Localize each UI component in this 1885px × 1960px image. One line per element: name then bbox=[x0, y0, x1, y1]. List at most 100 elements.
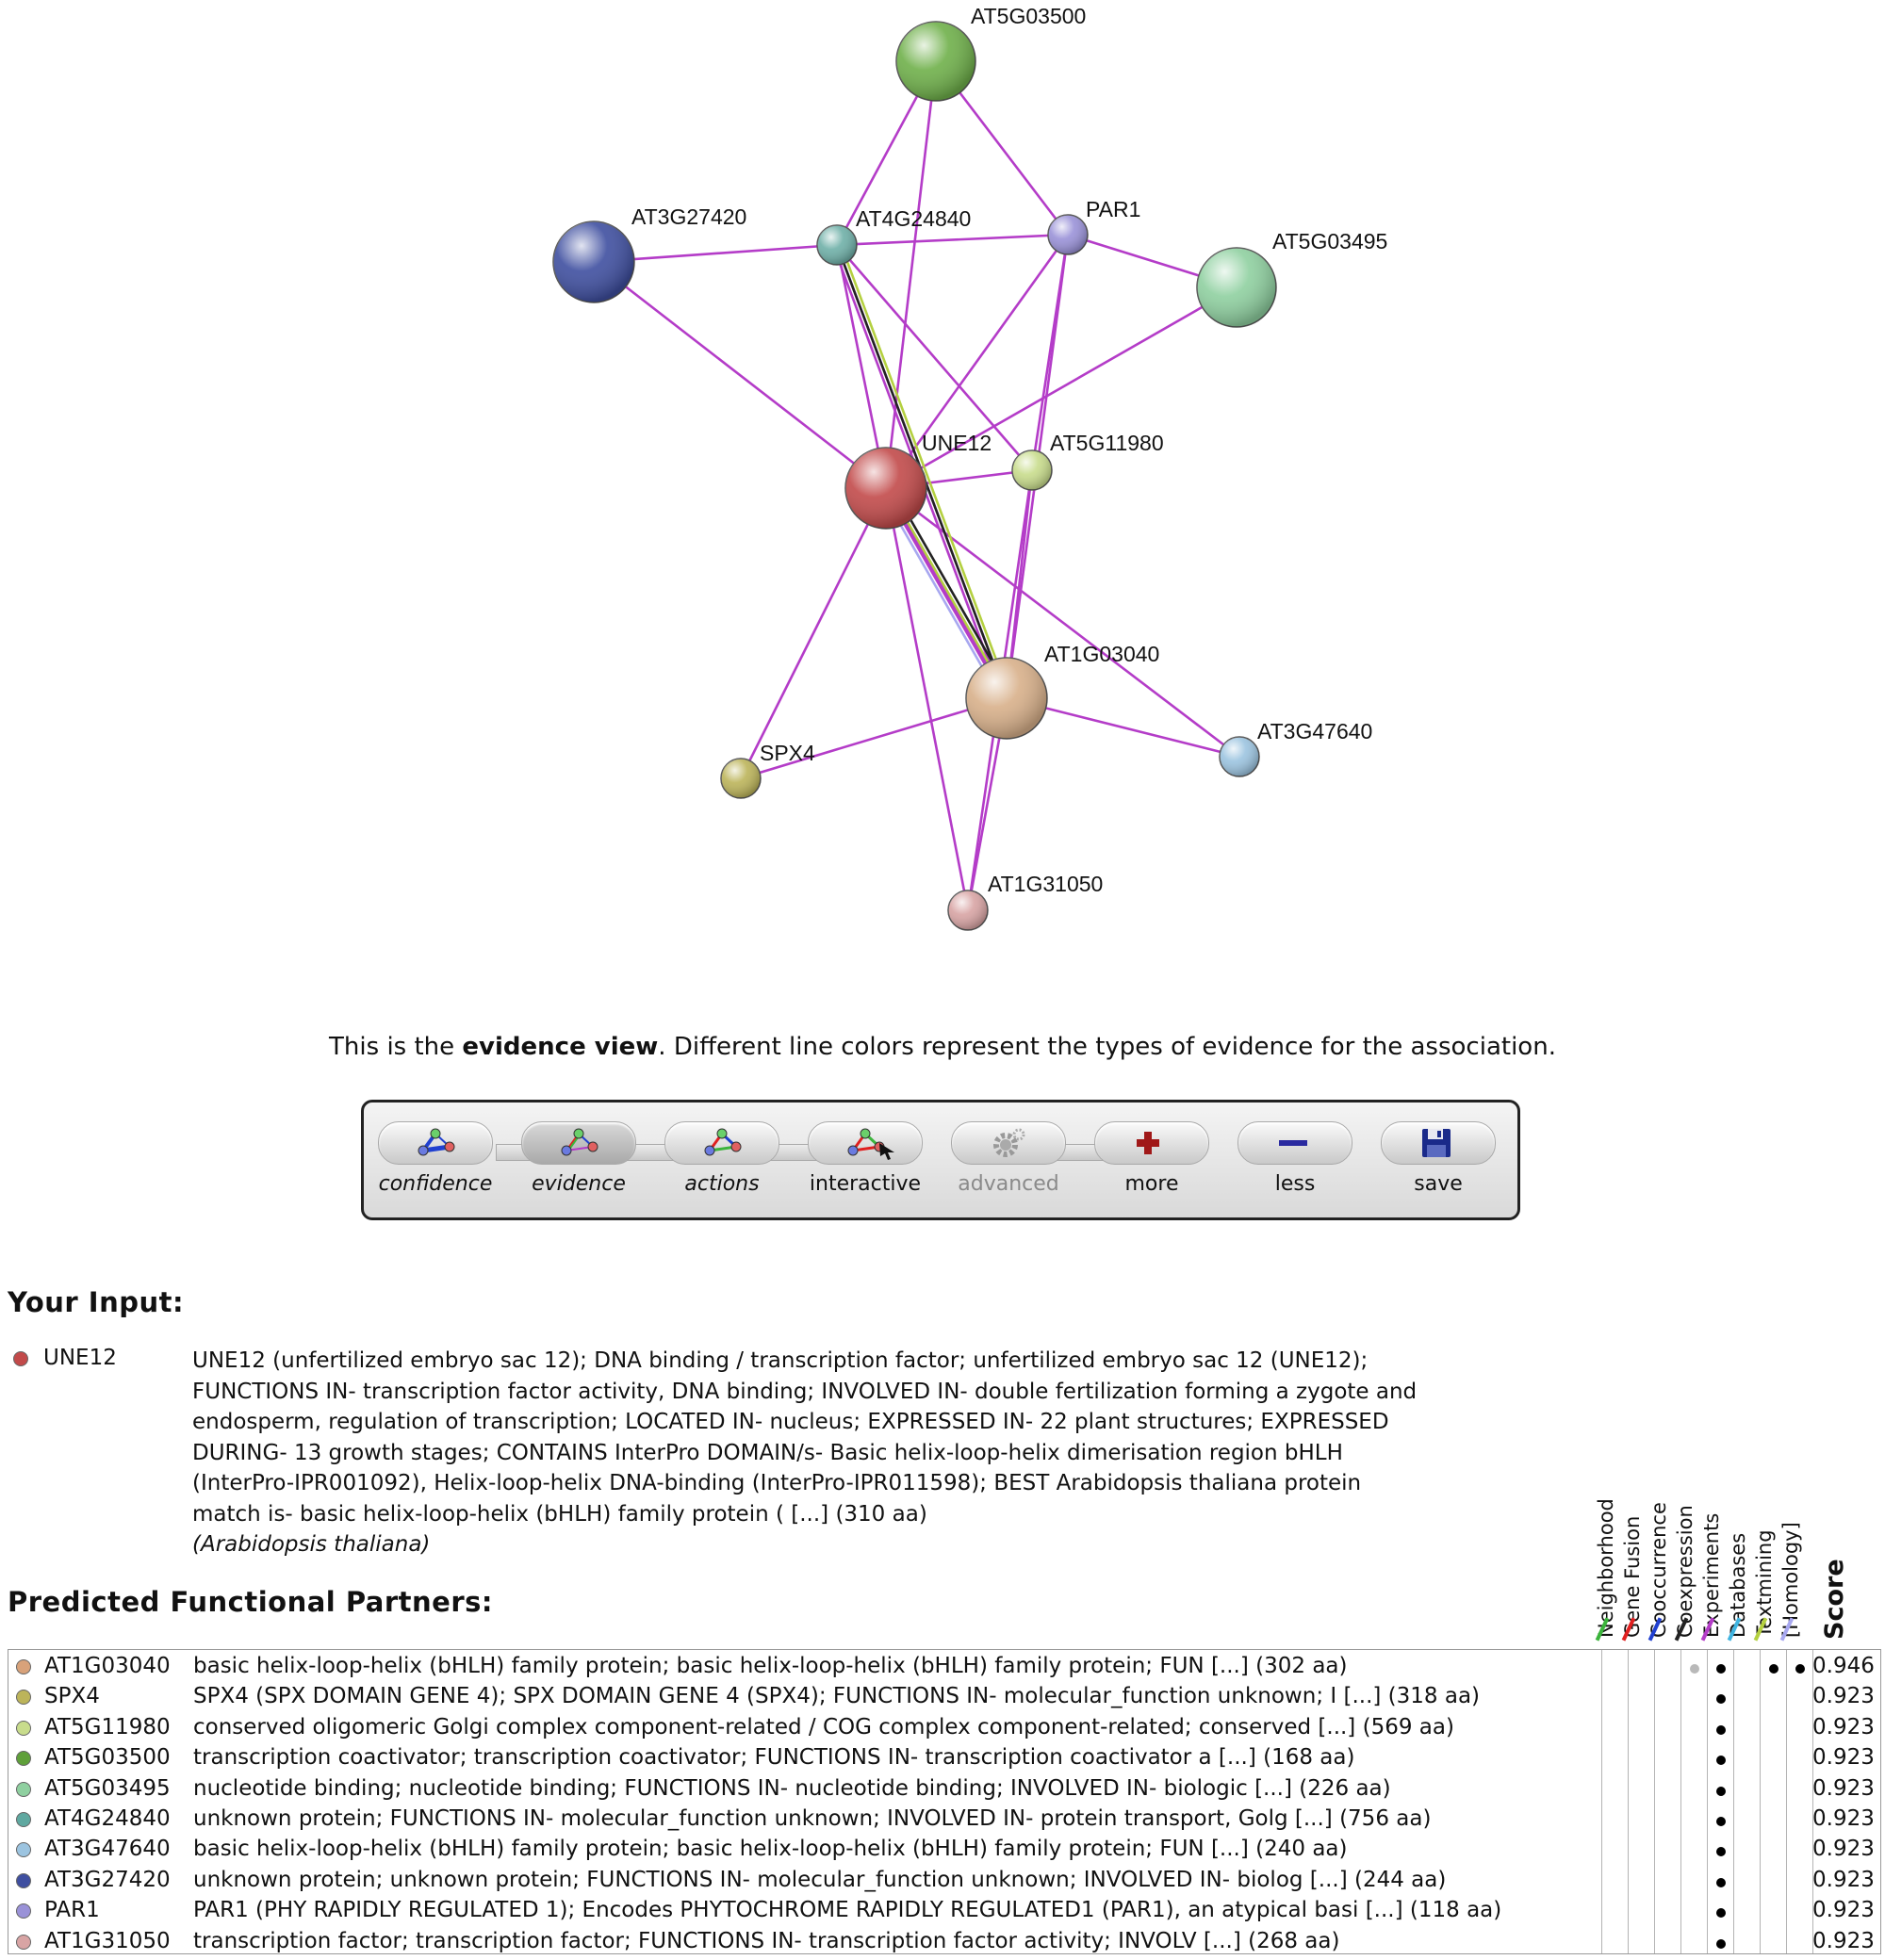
edge-AT1G03040-SPX4 bbox=[740, 696, 1008, 780]
node-label-AT5G11980: AT5G11980 bbox=[1050, 431, 1164, 455]
partner-description: PAR1 (PHY RAPIDLY REGULATED 1); Encodes … bbox=[193, 1898, 1502, 1923]
partner-id[interactable]: SPX4 bbox=[44, 1684, 100, 1709]
edge-AT4G24840-PAR1 bbox=[836, 233, 1069, 247]
edge-AT4G24840-AT5G11980 bbox=[836, 244, 1033, 471]
edge-AT3G27420-UNE12 bbox=[593, 260, 887, 490]
partner-id[interactable]: AT5G03495 bbox=[44, 1775, 171, 1801]
node-AT5G11980[interactable]: AT5G11980 bbox=[1011, 431, 1164, 491]
evidence-icon bbox=[561, 1128, 598, 1156]
node-SPX4[interactable]: SPX4 bbox=[720, 741, 815, 799]
node-UNE12[interactable]: UNE12 bbox=[844, 431, 992, 530]
node-shine-AT5G03495 bbox=[1197, 248, 1276, 327]
node-AT1G03040[interactable]: AT1G03040 bbox=[965, 642, 1159, 740]
partner-row[interactable]: AT4G24840 unknown protein; FUNCTIONS IN- … bbox=[8, 1805, 1882, 1835]
partner-description: unknown protein; FUNCTIONS IN- molecular… bbox=[193, 1806, 1432, 1831]
partner-score: 0.923 bbox=[1812, 1684, 1875, 1709]
partner-description: basic helix-loop-helix (bHLH) family pro… bbox=[193, 1837, 1348, 1862]
partner-color-dot bbox=[16, 1872, 31, 1888]
evidence-button[interactable]: evidence bbox=[521, 1121, 636, 1212]
partner-score: 0.923 bbox=[1812, 1898, 1875, 1923]
node-shine-AT1G03040 bbox=[966, 658, 1047, 739]
save-button[interactable]: save bbox=[1381, 1121, 1496, 1212]
partner-id[interactable]: AT3G27420 bbox=[44, 1867, 171, 1892]
partner-id[interactable]: PAR1 bbox=[44, 1898, 100, 1923]
partner-id[interactable]: AT5G11980 bbox=[44, 1714, 171, 1740]
partner-description: basic helix-loop-helix (bHLH) family pro… bbox=[193, 1654, 1348, 1678]
node-label-SPX4: SPX4 bbox=[760, 741, 815, 765]
input-species: (Arabidopsis thaliana) bbox=[192, 1532, 431, 1557]
evidence-dot bbox=[1716, 1756, 1726, 1766]
node-AT3G47640[interactable]: AT3G47640 bbox=[1219, 719, 1372, 777]
partner-score: 0.923 bbox=[1812, 1928, 1875, 1953]
node-shine-AT5G11980 bbox=[1012, 450, 1052, 490]
partner-color-dot bbox=[16, 1903, 31, 1919]
node-label-AT1G03040: AT1G03040 bbox=[1044, 642, 1159, 666]
confidence-button[interactable]: confidence bbox=[378, 1121, 493, 1212]
node-label-PAR1: PAR1 bbox=[1086, 197, 1140, 221]
table-column-divider bbox=[1654, 1650, 1655, 1953]
node-AT1G31050[interactable]: AT1G31050 bbox=[947, 872, 1103, 931]
edge-UNE12-AT1G31050 bbox=[884, 487, 970, 911]
evidence-dot bbox=[1716, 1724, 1726, 1735]
partner-color-dot bbox=[16, 1812, 31, 1827]
node-label-AT1G31050: AT1G31050 bbox=[988, 872, 1103, 896]
interactive-button[interactable]: interactive bbox=[808, 1121, 923, 1212]
evidence-dot bbox=[1716, 1786, 1726, 1796]
interactive-label: interactive bbox=[809, 1172, 922, 1196]
partner-row[interactable]: AT1G03040 basic helix-loop-helix (bHLH) f… bbox=[8, 1652, 1882, 1682]
partner-score: 0.923 bbox=[1812, 1867, 1875, 1892]
node-label-AT3G47640: AT3G47640 bbox=[1257, 719, 1372, 743]
partner-color-dot bbox=[16, 1690, 31, 1706]
partner-color-dot bbox=[16, 1842, 31, 1858]
partner-color-dot bbox=[16, 1781, 31, 1797]
evidence-dot bbox=[1716, 1908, 1726, 1919]
partner-description: SPX4 (SPX DOMAIN GENE 4); SPX DOMAIN GEN… bbox=[193, 1684, 1481, 1709]
table-column-divider bbox=[1733, 1650, 1734, 1953]
table-column-divider bbox=[1628, 1650, 1629, 1953]
less-label: less bbox=[1274, 1172, 1316, 1196]
node-label-AT5G03495: AT5G03495 bbox=[1272, 229, 1387, 253]
partner-color-dot bbox=[16, 1934, 31, 1950]
evidence-dot bbox=[1716, 1664, 1726, 1674]
partner-description: transcription factor; transcription fact… bbox=[193, 1928, 1340, 1953]
less-button[interactable]: less bbox=[1238, 1121, 1352, 1212]
node-AT4G24840[interactable]: AT4G24840 bbox=[816, 206, 971, 266]
partners-table: AT1G03040 basic helix-loop-helix (bHLH) f… bbox=[8, 1649, 1881, 1954]
actions-button[interactable]: actions bbox=[664, 1121, 779, 1212]
node-PAR1[interactable]: PAR1 bbox=[1047, 197, 1140, 255]
advanced-button[interactable]: advanced bbox=[951, 1121, 1066, 1212]
partner-row[interactable]: AT3G47640 basic helix-loop-helix (bHLH) f… bbox=[8, 1835, 1882, 1865]
partner-id[interactable]: AT1G31050 bbox=[44, 1928, 171, 1953]
partner-id[interactable]: AT5G03500 bbox=[44, 1745, 171, 1771]
input-protein-description: UNE12 (unfertilized embryo sac 12); DNA … bbox=[192, 1346, 1436, 1560]
partner-id[interactable]: AT4G24840 bbox=[44, 1806, 171, 1831]
edge-UNE12-SPX4 bbox=[739, 487, 888, 779]
evidence-header-textmining: Textmining bbox=[1753, 1440, 1781, 1642]
more-label: more bbox=[1124, 1172, 1179, 1196]
table-column-divider bbox=[1760, 1650, 1761, 1953]
node-shine-AT1G31050 bbox=[948, 890, 988, 930]
node-AT5G03500[interactable]: AT5G03500 bbox=[895, 4, 1086, 102]
more-button[interactable]: more bbox=[1094, 1121, 1209, 1212]
partner-row[interactable]: SPX4 SPX4 (SPX DOMAIN GENE 4); SPX DOMAIN… bbox=[8, 1682, 1882, 1712]
node-AT5G03495[interactable]: AT5G03495 bbox=[1196, 229, 1387, 328]
node-shine-PAR1 bbox=[1048, 215, 1088, 254]
partner-row[interactable]: AT1G31050 transcription factor; transcrip… bbox=[8, 1927, 1882, 1957]
partner-id[interactable]: AT1G03040 bbox=[44, 1654, 171, 1678]
input-protein-id[interactable]: UNE12 bbox=[43, 1346, 117, 1370]
partner-score: 0.923 bbox=[1812, 1714, 1875, 1740]
partner-row[interactable]: PAR1 PAR1 (PHY RAPIDLY REGULATED 1); Enco… bbox=[8, 1896, 1882, 1926]
evidence-header-cooccurrence: Cooccurrence bbox=[1647, 1440, 1676, 1642]
partner-id[interactable]: AT3G47640 bbox=[44, 1837, 171, 1862]
node-AT3G27420[interactable]: AT3G27420 bbox=[552, 204, 746, 303]
partner-score: 0.923 bbox=[1812, 1745, 1875, 1771]
node-shine-AT5G03500 bbox=[896, 22, 975, 101]
table-column-divider bbox=[1812, 1650, 1813, 1953]
node-shine-UNE12 bbox=[845, 448, 926, 529]
view-caption: This is the evidence view. Different lin… bbox=[0, 1033, 1885, 1061]
